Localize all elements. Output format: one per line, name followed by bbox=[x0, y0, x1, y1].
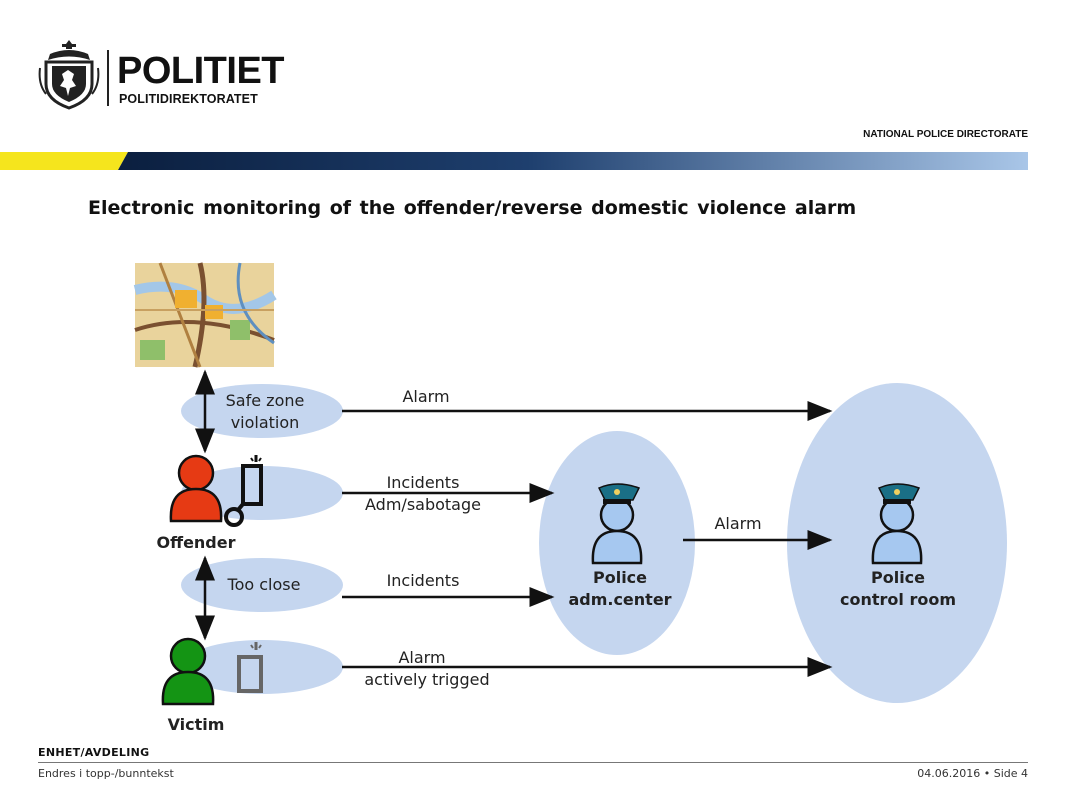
header-stripe bbox=[0, 152, 1028, 170]
ankle-tag-icon bbox=[224, 455, 263, 527]
arrow-label-alarm: Alarm bbox=[398, 648, 446, 667]
footer-text: Endres i topp-/bunntekst bbox=[38, 767, 174, 780]
control-room-label: Police bbox=[870, 568, 926, 587]
adm-center-label: Police bbox=[592, 568, 648, 587]
adm-center-label: adm.center bbox=[568, 590, 672, 609]
victim-label: Victim bbox=[167, 715, 225, 734]
footer-divider bbox=[38, 762, 1028, 763]
police-officer-icon bbox=[591, 483, 643, 565]
footer-unit: ENHET/AVDELING bbox=[38, 746, 150, 759]
footer-page-info: 04.06.2016 • Side 4 bbox=[917, 767, 1028, 780]
directorate-label: NATIONAL POLICE DIRECTORATE bbox=[863, 129, 1028, 140]
slide-title: Electronic monitoring of the offender/re… bbox=[88, 197, 857, 219]
police-officer-icon bbox=[871, 483, 923, 565]
arrow-label-alarm: Alarm bbox=[714, 514, 762, 533]
offender-icon bbox=[169, 454, 223, 523]
safe-zone-label: Safe zone violation bbox=[225, 391, 305, 432]
logo-separator bbox=[107, 50, 109, 106]
offender-label: Offender bbox=[156, 533, 236, 552]
arrow-label-adm-sabotage: Adm/sabotage bbox=[365, 495, 481, 514]
arrow-label-actively-trigged: actively trigged bbox=[364, 670, 490, 689]
arrow-label-incidents: Incidents bbox=[386, 571, 460, 590]
too-close-label: Too close bbox=[227, 575, 301, 594]
brand-subtitle: POLITIDIREKTORATET bbox=[119, 92, 258, 106]
victim-icon bbox=[161, 637, 215, 706]
arrow-label-alarm: Alarm bbox=[402, 387, 450, 406]
arrow-label-incidents: Incidents bbox=[386, 473, 460, 492]
control-room-label: control room bbox=[840, 590, 956, 609]
crest-icon bbox=[38, 40, 100, 110]
map-thumbnail bbox=[133, 262, 277, 368]
brand-name: POLITIET bbox=[117, 50, 285, 92]
alarm-device-icon bbox=[237, 642, 263, 693]
